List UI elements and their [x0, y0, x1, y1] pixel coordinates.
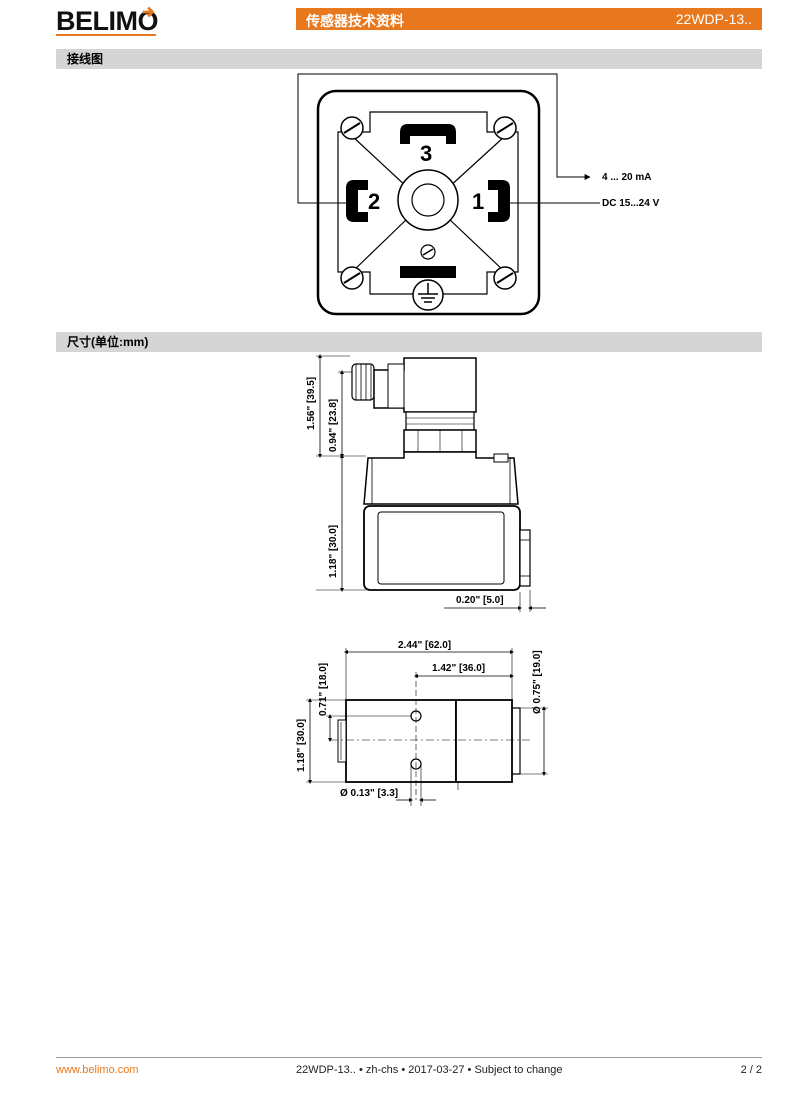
dim-bottom-height: 1.18" [30.0]: [296, 719, 307, 772]
pin1-label: 1: [472, 189, 484, 214]
section-dimensions-title: 尺寸(单位:mm): [56, 332, 762, 352]
footer-divider: [56, 1057, 762, 1058]
ground-contact: [400, 266, 456, 278]
page-number: 2 / 2: [740, 1064, 762, 1076]
dim-hole-spacing: 1.42" [36.0]: [432, 663, 485, 674]
side-view: 1.56" [39.5] 0.94" [23.8] 1.18" [30.0] 0…: [306, 354, 546, 612]
section-wiring-title: 接线图: [56, 49, 762, 69]
connector-inner: [337, 111, 519, 295]
dim-side-offset: 0.20" [5.0]: [456, 595, 504, 606]
ground-icon: [412, 279, 444, 311]
screw-icon: [493, 266, 517, 290]
header-bar: 传感器技术资料 22WDP-13..: [296, 8, 762, 30]
pin1-contact: [488, 180, 510, 222]
bottom-view: 2.44" [62.0] 1.42" [36.0] 0.71" [18.0] Ø…: [296, 640, 548, 806]
wire-pin2: [297, 73, 591, 204]
pin2-label: 2: [368, 189, 380, 214]
dim-connector-height: 0.94" [23.8]: [328, 399, 339, 452]
screw-icon: [493, 116, 517, 140]
footer-info: 22WDP-13.. • zh-chs • 2017-03-27 • Subje…: [296, 1064, 563, 1076]
dim-body-height: 1.18" [30.0]: [328, 525, 339, 578]
supply-label: DC 15...24 V: [602, 198, 660, 209]
signal-label: 4 ... 20 mA: [602, 172, 651, 183]
pin3-contact: [400, 124, 456, 144]
dim-hole-offset: 0.71" [18.0]: [318, 663, 329, 716]
dim-total-length: 2.44" [62.0]: [398, 640, 451, 651]
screw-icon: [420, 244, 436, 260]
screw-icon: [340, 266, 364, 290]
logo-underline: [56, 34, 156, 36]
dim-total-height: 1.56" [39.5]: [306, 377, 317, 430]
brand-logo: BELIMO: [56, 6, 159, 36]
logo-arrow-icon: [142, 6, 155, 18]
screw-icon: [340, 116, 364, 140]
pin3-label: 3: [420, 141, 432, 166]
doc-type: 传感器技术资料: [306, 13, 404, 29]
dim-hole-diameter: Ø 0.13" [3.3]: [340, 788, 398, 799]
model-number: 22WDP-13..: [675, 11, 752, 27]
website-link[interactable]: www.belimo.com: [56, 1064, 139, 1076]
pin2-contact: [346, 180, 368, 222]
dim-diameter: Ø 0.75" [19.0]: [532, 650, 543, 714]
